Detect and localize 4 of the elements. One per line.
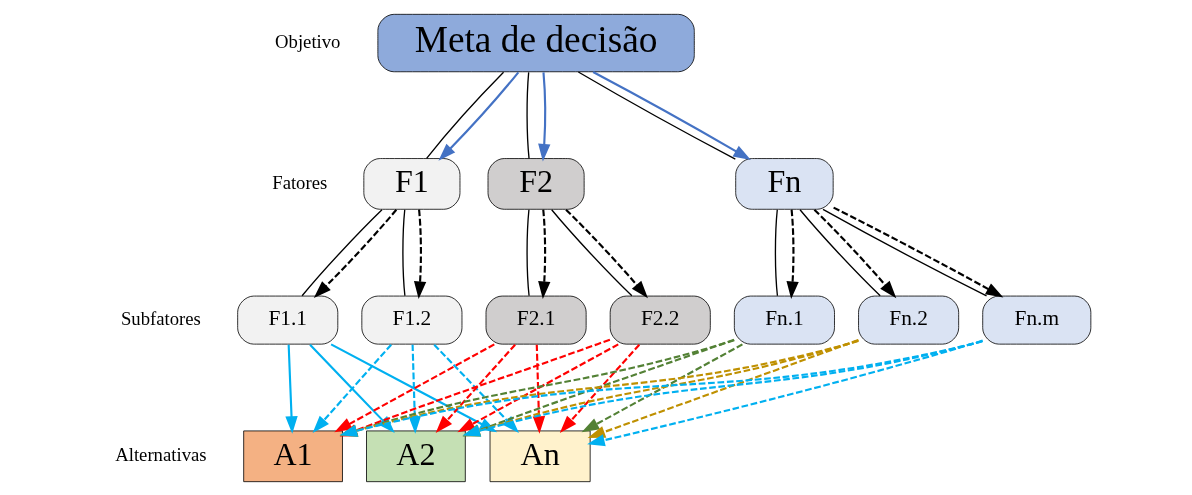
label: Alternativas: [114, 443, 207, 465]
label: Subfatores: [120, 307, 201, 329]
label: Objetivo: [274, 30, 340, 52]
label: Fatores: [271, 171, 327, 193]
